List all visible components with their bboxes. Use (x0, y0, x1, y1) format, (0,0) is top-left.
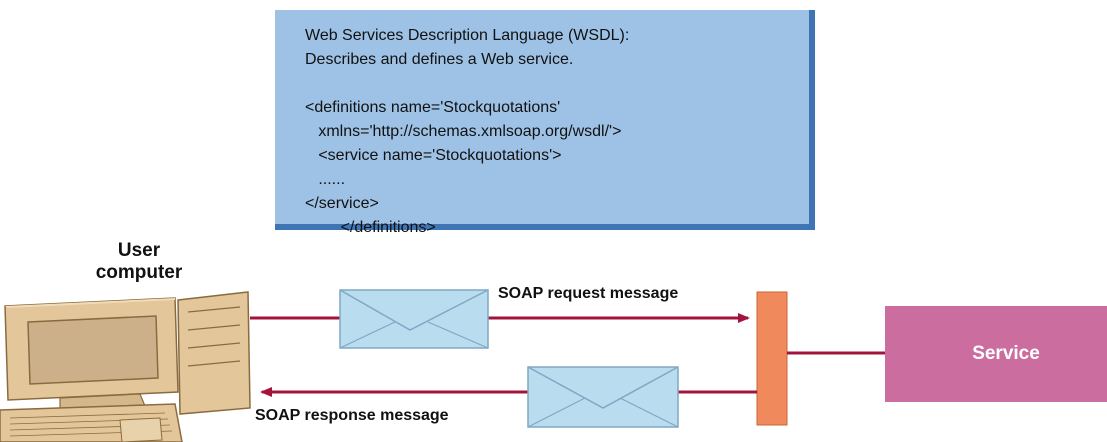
envelope-icon (527, 366, 679, 428)
wsdl-code-line: </definitions> (305, 219, 436, 236)
user-label-line2: computer (95, 262, 183, 283)
computer-icon (0, 291, 251, 442)
wsdl-title-line: Web Services Description Language (WSDL)… (305, 27, 630, 44)
service-label: Service (972, 343, 1040, 364)
request-message-label: SOAP request message (498, 285, 679, 302)
wsdl-code-line: xmlns='http://schemas.xmlsoap.org/wsdl/'… (305, 123, 622, 140)
user-computer-label: User computer (84, 240, 194, 284)
envelope-icon (339, 289, 489, 349)
response-message-label: SOAP response message (255, 407, 449, 424)
wsdl-description-box: Web Services Description Language (WSDL)… (275, 10, 815, 236)
gateway-block (756, 291, 788, 426)
wsdl-subtitle-line: Describes and defines a Web service. (305, 51, 574, 68)
wsdl-code-line: </service> (305, 195, 379, 212)
wsdl-code-line: <service name='Stockquotations'> (305, 147, 562, 164)
wsdl-code-line: ...... (305, 171, 346, 188)
wsdl-code-line: <definitions name='Stockquotations' (305, 99, 561, 116)
user-label-line1: User (117, 240, 161, 261)
service-box: Service (885, 306, 1107, 402)
